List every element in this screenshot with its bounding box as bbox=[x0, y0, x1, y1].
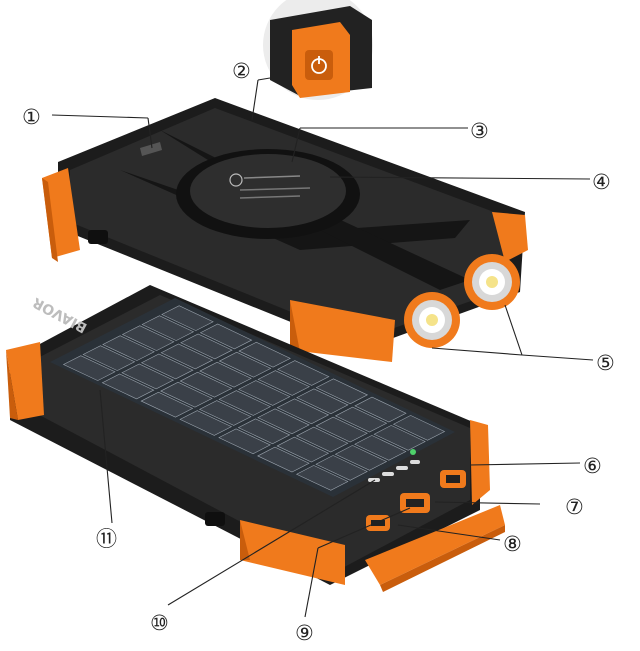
solar-cell bbox=[199, 361, 252, 388]
solar-cell bbox=[334, 445, 388, 471]
solar-cell bbox=[179, 371, 233, 398]
solar-cell bbox=[373, 425, 426, 451]
wireless-charging-pad bbox=[176, 149, 360, 239]
solar-cell bbox=[101, 373, 155, 400]
leader-lines bbox=[51, 77, 594, 618]
solar-cell bbox=[277, 360, 330, 386]
power-bank-solar-face: BIAVOR bbox=[6, 285, 505, 592]
solar-cell bbox=[315, 378, 369, 405]
solar-cell bbox=[179, 410, 233, 436]
solar-cell bbox=[218, 428, 271, 455]
solar-cell bbox=[315, 455, 368, 481]
callout-labels: ① ② ③ ④ ⑤ ⑥ ⑦ ⑧ ⑨ ⑩ ⑪ bbox=[22, 59, 615, 645]
solar-cell bbox=[198, 400, 252, 426]
solar-cell bbox=[354, 396, 407, 423]
flashlight-switch-icon bbox=[140, 142, 162, 156]
solar-cell bbox=[295, 465, 349, 491]
wireless-charging-icon bbox=[229, 173, 311, 199]
solar-cell bbox=[315, 416, 368, 443]
usb-port-icon bbox=[366, 470, 466, 531]
solar-cell bbox=[237, 380, 291, 406]
callout-7: ⑦ bbox=[565, 495, 584, 519]
power-button-icon bbox=[311, 56, 327, 74]
solar-cell bbox=[257, 370, 311, 396]
solar-cell bbox=[218, 390, 272, 416]
solar-cell bbox=[160, 381, 213, 408]
callout-4: ④ bbox=[592, 170, 611, 194]
callout-6: ⑥ bbox=[583, 454, 602, 478]
power-button-inset bbox=[263, 0, 373, 100]
power-bank-back bbox=[42, 98, 528, 362]
solar-cell bbox=[82, 345, 136, 371]
flashlight-left bbox=[404, 292, 460, 348]
solar-cell bbox=[392, 415, 446, 441]
port-cover bbox=[365, 505, 505, 585]
solar-cell bbox=[238, 341, 291, 368]
solar-cell bbox=[334, 406, 388, 433]
solar-cell bbox=[257, 446, 310, 473]
solar-cell bbox=[140, 353, 194, 380]
brand-logo: BIAVOR bbox=[30, 294, 90, 336]
solar-cell bbox=[276, 398, 330, 425]
callout-2: ② bbox=[232, 59, 251, 83]
solar-cell bbox=[257, 408, 310, 435]
solar-cell bbox=[121, 325, 175, 351]
solar-cell bbox=[237, 418, 291, 445]
solar-cell bbox=[354, 435, 407, 461]
status-led bbox=[410, 449, 416, 455]
solar-cell bbox=[199, 323, 253, 350]
callout-5: ⑤ bbox=[596, 351, 615, 375]
callout-10: ⑩ bbox=[150, 611, 169, 635]
solar-cell bbox=[296, 388, 349, 415]
callout-8: ⑧ bbox=[503, 532, 522, 556]
solar-cell bbox=[180, 333, 233, 360]
solar-cell bbox=[160, 343, 214, 370]
solar-cell bbox=[62, 355, 116, 381]
solar-cell bbox=[102, 335, 155, 361]
callout-9: ⑨ bbox=[295, 621, 314, 645]
solar-cell bbox=[276, 436, 330, 463]
solar-cell bbox=[218, 351, 272, 378]
solar-cell bbox=[295, 426, 349, 453]
solar-cell bbox=[140, 391, 194, 418]
solar-cell bbox=[141, 315, 195, 341]
solar-cell bbox=[161, 305, 214, 331]
callout-3: ③ bbox=[470, 119, 489, 143]
solar-panel bbox=[62, 305, 446, 491]
flashlight-right bbox=[464, 254, 520, 310]
callout-11: ⑪ bbox=[96, 527, 117, 551]
solar-cell bbox=[121, 363, 175, 390]
callout-1: ① bbox=[22, 105, 41, 129]
